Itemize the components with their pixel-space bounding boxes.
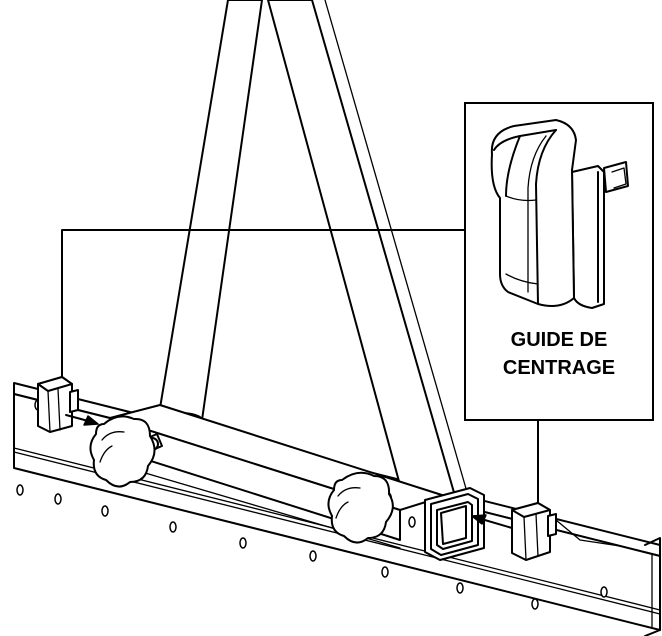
guide-enlarged-icon [490, 119, 629, 309]
callout-box: GUIDE DE CENTRAGE [464, 102, 654, 421]
tube-end [424, 487, 485, 561]
leader-lines [61, 229, 539, 504]
knob-left [89, 415, 163, 488]
arrows [65, 414, 513, 529]
callout-label-line1: GUIDE DE [511, 329, 608, 351]
centering-guide-right [511, 502, 621, 561]
centering-guide-left [37, 376, 79, 433]
callout-label-line2: CENTRAGE [503, 357, 615, 379]
knob-right [327, 471, 394, 544]
